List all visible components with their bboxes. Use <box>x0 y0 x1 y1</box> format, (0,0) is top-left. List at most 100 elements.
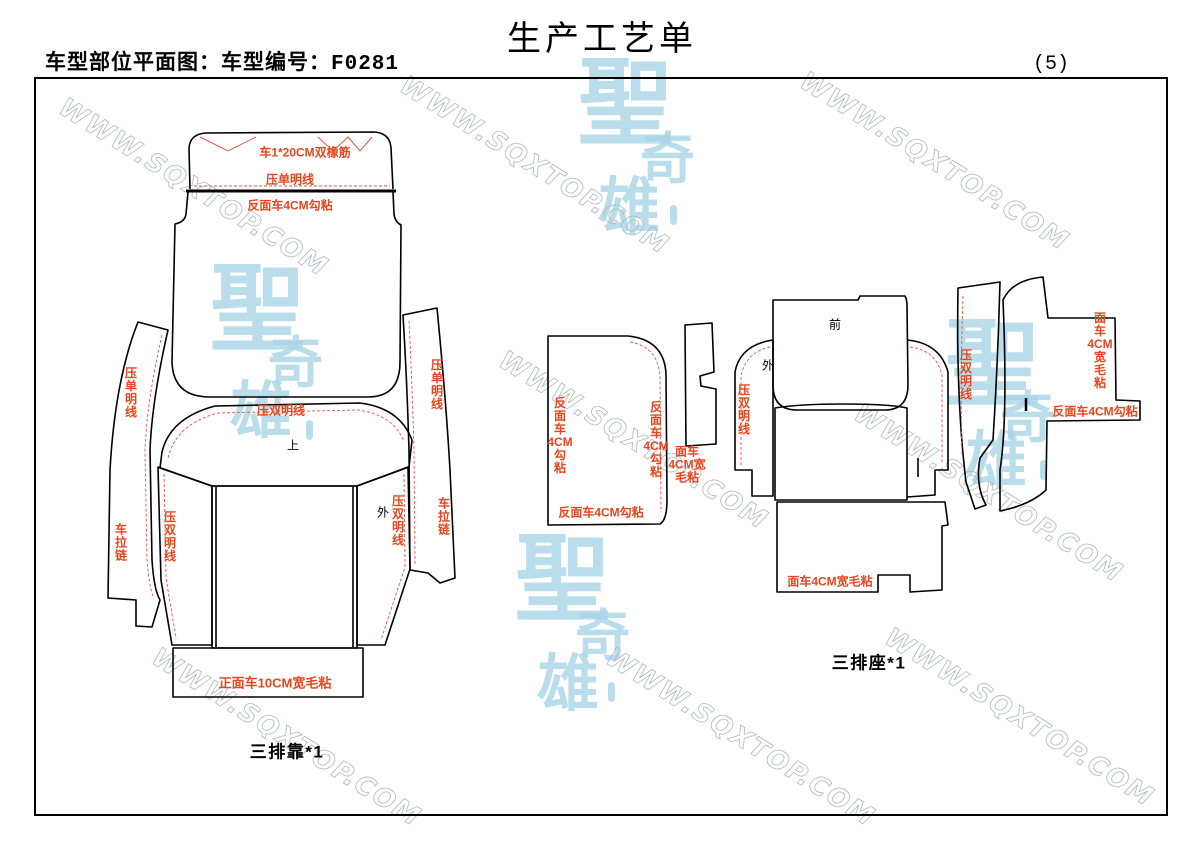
label-side-piece-mark: 外 <box>761 358 775 373</box>
label-glyph: 拉 <box>437 509 451 524</box>
label-right-strip-zipper: 车拉链 <box>437 496 451 537</box>
label-glyph: 压 <box>430 358 444 372</box>
label-glyph: 粘 <box>553 461 566 475</box>
label-glyph: 反 <box>649 400 662 414</box>
label-glyph: 线 <box>391 533 405 547</box>
stitch-line <box>380 473 406 641</box>
label-glyph: 线 <box>959 387 973 401</box>
label-glyph: 粘 <box>1093 376 1106 390</box>
seat-right-strip <box>956 281 1001 510</box>
logo-watermark-4: 聖 奇 雄 <box>945 309 1055 497</box>
label-glyph: 明 <box>163 536 177 550</box>
label-small-piece-note: 面车4CM宽毛粘 <box>668 444 706 485</box>
label-top-cap-elastic: 车1*20CM双橡筋 <box>259 145 351 160</box>
label-left-strip-zipper: 车拉链 <box>114 522 128 563</box>
drawing-frame <box>34 77 1168 816</box>
logo-char-sheng: 聖 <box>515 524 610 635</box>
label-glyph: 压 <box>124 366 138 380</box>
label-glyph: 明 <box>959 374 973 388</box>
backrest-pattern-group <box>107 131 456 698</box>
seat-right-side-piece <box>906 339 949 498</box>
label-glyph: 车 <box>437 496 451 511</box>
label-bottom-panel-note: 面车4CM宽毛粘 <box>787 574 873 589</box>
label-glyph: 线 <box>124 405 138 419</box>
label-glyph: 线 <box>430 397 444 411</box>
logo-ornament <box>670 205 677 225</box>
logo-char-qi: 奇 <box>640 126 695 191</box>
label-glyph: 拉 <box>114 535 128 550</box>
backrest-bottom-strip <box>172 647 364 698</box>
backrest-main-panel <box>171 191 402 398</box>
logo-char-qi: 奇 <box>1000 385 1055 450</box>
logo-char-xiong: 雄 <box>598 170 660 243</box>
label-front-panel-mark: 前 <box>828 317 842 332</box>
label-top-cap-stitch: 压单明线 <box>265 172 315 187</box>
label-glyph: 4CM <box>1087 337 1113 351</box>
label-right-strip-stitch: 压单明线 <box>431 359 443 411</box>
seat-middle-panel <box>774 403 908 501</box>
label-glyph: 4CM <box>547 435 573 449</box>
backrest-right-flap <box>356 466 411 646</box>
stitch-line <box>167 409 405 459</box>
label-left-strip-stitch: 压单明线 <box>125 367 137 419</box>
label-glyph: 链 <box>437 522 451 537</box>
label-glyph: 车 <box>1093 324 1106 338</box>
label-glyph: 单 <box>430 371 444 385</box>
stitch-line <box>144 334 163 597</box>
backrest-caption: 三排靠*1 <box>249 742 325 762</box>
stitch-line <box>960 295 964 456</box>
label-glyph: 压 <box>163 510 177 524</box>
label-glyph: 双 <box>391 507 405 521</box>
stitch-line <box>163 473 177 640</box>
model-subtitle: 车型部位平面图：车型编号：F0281 <box>45 53 400 76</box>
label-glyph: 车 <box>649 426 662 440</box>
elastic-mark <box>199 136 257 152</box>
backrest-left-flap <box>157 466 213 646</box>
label-glyph: 毛 <box>1093 363 1106 377</box>
page-number: (5) <box>1033 53 1070 76</box>
sheet-title: 生产工艺单 <box>507 21 697 58</box>
label-glyph: 车 <box>114 522 128 537</box>
label-glyph: 面 <box>553 409 566 423</box>
label-right-piece-tab-note: 反面车4CM勾粘 <box>1052 404 1138 419</box>
label-glyph: 双 <box>737 396 751 410</box>
label-glyph: 面 <box>649 413 662 427</box>
label-side-piece-stitch: 压双明线 <box>738 384 750 436</box>
label-glyph: 双 <box>163 523 177 537</box>
stitch-line <box>408 320 416 565</box>
label-glyph: 线 <box>737 422 751 436</box>
logo-watermark-3: 聖 奇 雄 <box>515 524 630 720</box>
backrest-center-inner-lines <box>215 487 354 647</box>
stitch-line <box>909 346 943 464</box>
logo-ornament <box>608 682 615 702</box>
label-right-flap-mark: 外 <box>376 505 390 520</box>
logo-char-sheng: 聖 <box>210 254 305 365</box>
label-glyph: 粘 <box>649 465 662 479</box>
label-left-panel-bottom-note: 反面车4CM勾粘 <box>558 505 644 520</box>
label-glyph: 双 <box>959 361 973 375</box>
backrest-top-cap-piece <box>188 131 394 190</box>
stitch-line <box>740 346 771 465</box>
label-glyph: 勾 <box>649 452 662 466</box>
logo-watermark-1: 聖 奇 雄 <box>578 48 695 243</box>
label-glyph: 明 <box>430 384 444 398</box>
stitch-line <box>629 341 662 513</box>
label-back-panel-note: 反面车4CM勾粘 <box>247 198 333 213</box>
label-glyph: 宽 <box>1093 350 1106 364</box>
logo-ornament <box>1040 460 1047 480</box>
label-glyph: 单 <box>124 379 138 393</box>
seat-left-side-piece <box>734 339 774 497</box>
label-glyph: 4CM <box>643 439 669 453</box>
backrest-left-side-strip <box>107 321 169 628</box>
label-glyph: 明 <box>124 392 138 406</box>
backrest-right-side-strip <box>402 307 456 584</box>
label-bottom-strip-note: 正面车10CM宽毛粘 <box>218 675 332 691</box>
label-glyph: 明 <box>737 409 751 423</box>
backrest-center-panel <box>211 485 358 649</box>
label-glyph: 压 <box>959 348 973 362</box>
